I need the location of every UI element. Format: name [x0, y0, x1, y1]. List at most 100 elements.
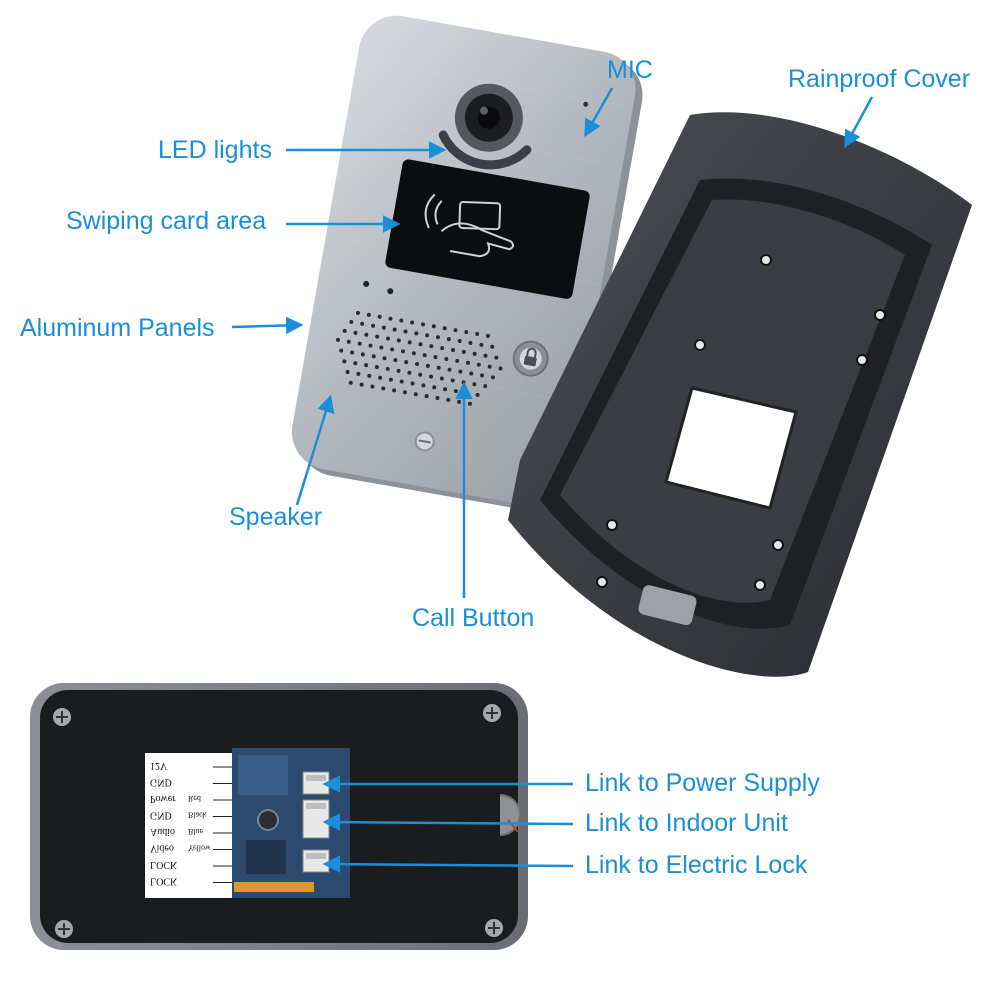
speaker-hole	[485, 333, 490, 338]
speaker-hole	[353, 361, 358, 366]
speaker-hole	[350, 350, 355, 355]
rainproof-cover	[508, 112, 972, 677]
terminal-sticker	[145, 753, 245, 898]
capacitor	[257, 809, 279, 831]
call-button	[512, 340, 549, 377]
connector-power	[302, 771, 330, 795]
sticker-label: LOCK	[150, 859, 178, 870]
sticker-label: Video	[150, 843, 174, 854]
speaker-hole	[467, 401, 472, 406]
speaker-hole	[414, 331, 419, 336]
speaker-hole	[386, 336, 391, 341]
speaker-hole	[388, 377, 393, 382]
speaker-hole	[356, 371, 361, 376]
speaker-hole	[374, 365, 379, 370]
speaker-hole	[475, 392, 480, 397]
led-lights	[438, 130, 532, 170]
sticker-wire-color: Yellow	[188, 844, 211, 853]
speaker-hole	[402, 390, 407, 395]
speaker-hole	[407, 370, 412, 375]
speaker-hole	[399, 379, 404, 384]
speaker-hole	[370, 384, 375, 389]
speaker-hole	[357, 341, 362, 346]
label-aluminum-panels: Aluminum Panels	[20, 314, 215, 342]
speaker-hole	[421, 383, 426, 388]
speaker-hole	[381, 386, 386, 391]
speaker-hole	[453, 328, 458, 333]
connector-lock	[302, 849, 330, 873]
sticker-wire-color: Black	[188, 811, 207, 820]
speaker-hole	[480, 373, 485, 378]
speaker-hole	[472, 351, 477, 356]
speaker-hole	[433, 355, 438, 360]
speaker-hole	[432, 385, 437, 390]
speaker-hole	[415, 361, 420, 366]
speaker-hole	[375, 334, 380, 339]
speaker-hole	[418, 342, 423, 347]
label-speaker: Speaker	[229, 503, 323, 531]
speaker-hole	[396, 338, 401, 343]
speaker-hole	[371, 354, 376, 359]
speaker-hole	[342, 328, 347, 333]
speaker-hole	[455, 358, 460, 363]
speaker-hole	[359, 382, 364, 387]
speaker-hole	[425, 363, 430, 368]
mic-hole	[583, 101, 589, 107]
speaker-hole	[435, 396, 440, 401]
speaker-hole	[450, 378, 455, 383]
speaker-hole	[429, 374, 434, 379]
speaker-hole	[342, 359, 347, 364]
corner-screws	[53, 704, 503, 938]
sticker-wire-color: Blue	[188, 827, 204, 836]
label-link-indoor: Link to Indoor Unit	[585, 809, 788, 837]
speaker-hole	[411, 351, 416, 356]
speaker-hole	[370, 323, 375, 328]
label-led-lights: LED lights	[158, 136, 272, 164]
speaker-hole	[498, 366, 503, 371]
speaker-hole	[444, 356, 449, 361]
sticker-label: LOCK	[150, 876, 178, 887]
speaker-hole	[468, 340, 473, 345]
speaker-hole	[447, 367, 452, 372]
speaker-hole	[446, 337, 451, 342]
cover-window	[666, 388, 796, 508]
speaker-hole	[390, 347, 395, 352]
sticker-label: 12V	[150, 760, 168, 771]
speaker-hole	[442, 326, 447, 331]
speaker-hole	[388, 316, 393, 321]
speaker-hole	[464, 330, 469, 335]
speaker-hole	[457, 399, 462, 404]
lock-icon	[523, 347, 537, 367]
speaker-hole	[355, 310, 360, 315]
speaker-hole	[420, 322, 425, 327]
sticker-label: GND	[150, 777, 172, 788]
speaker-hole	[466, 360, 471, 365]
speaker-hole	[410, 320, 415, 325]
speaker-hole	[425, 333, 430, 338]
speaker-hole	[469, 371, 474, 376]
speaker-hole	[472, 382, 477, 387]
speaker-hole	[458, 369, 463, 374]
speaker-hole	[360, 352, 365, 357]
speaker-hole	[336, 337, 341, 342]
speaker-hole	[439, 376, 444, 381]
sticker-label: Audio	[150, 826, 175, 837]
label-mic: MIC	[607, 56, 653, 84]
speaker-hole	[392, 327, 397, 332]
label-link-power: Link to Power Supply	[585, 769, 820, 797]
sticker-label: Power	[150, 793, 176, 804]
card-swipe-icon	[424, 193, 515, 258]
speaker-hole	[349, 319, 354, 324]
sticker-label: GND	[150, 810, 172, 821]
speaker-hole	[368, 343, 373, 348]
speaker-hole	[451, 348, 456, 353]
speaker-hole	[413, 392, 418, 397]
speaker-hole	[487, 364, 492, 369]
speaker-hole	[475, 331, 480, 336]
speaker-hole	[360, 321, 365, 326]
callout-arrows	[231, 87, 874, 873]
speaker-hole	[366, 312, 371, 317]
sticker-wire-color: Red	[188, 794, 201, 803]
